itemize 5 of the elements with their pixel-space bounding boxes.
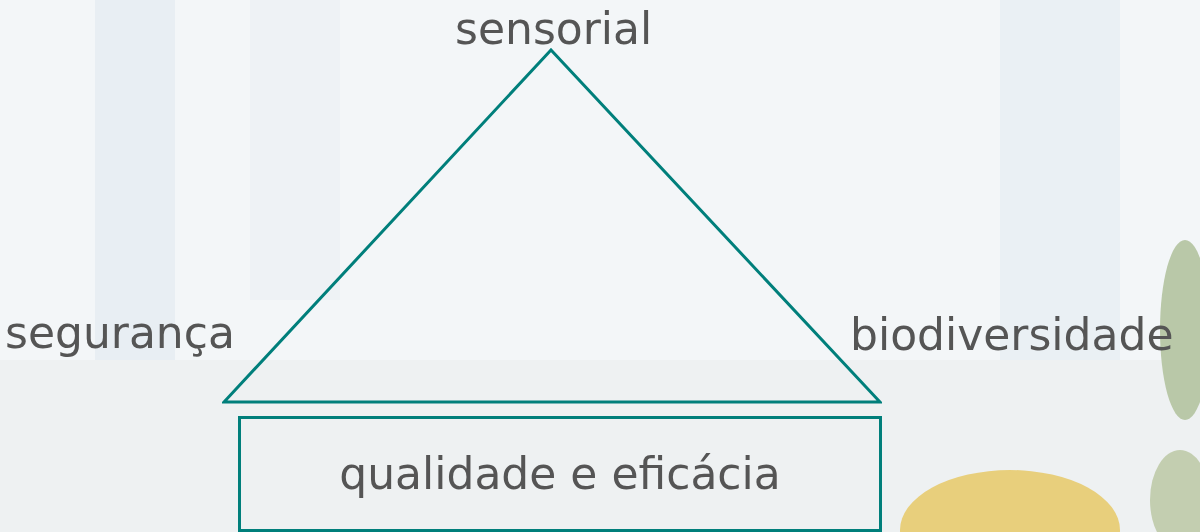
vertex-label: biodiversidade — [850, 310, 1174, 360]
vertex-label: sensorial — [455, 4, 653, 54]
vertex-label: segurança — [5, 308, 235, 358]
text-box — [238, 416, 882, 532]
box-label: qualidade e eficácia — [339, 449, 781, 499]
